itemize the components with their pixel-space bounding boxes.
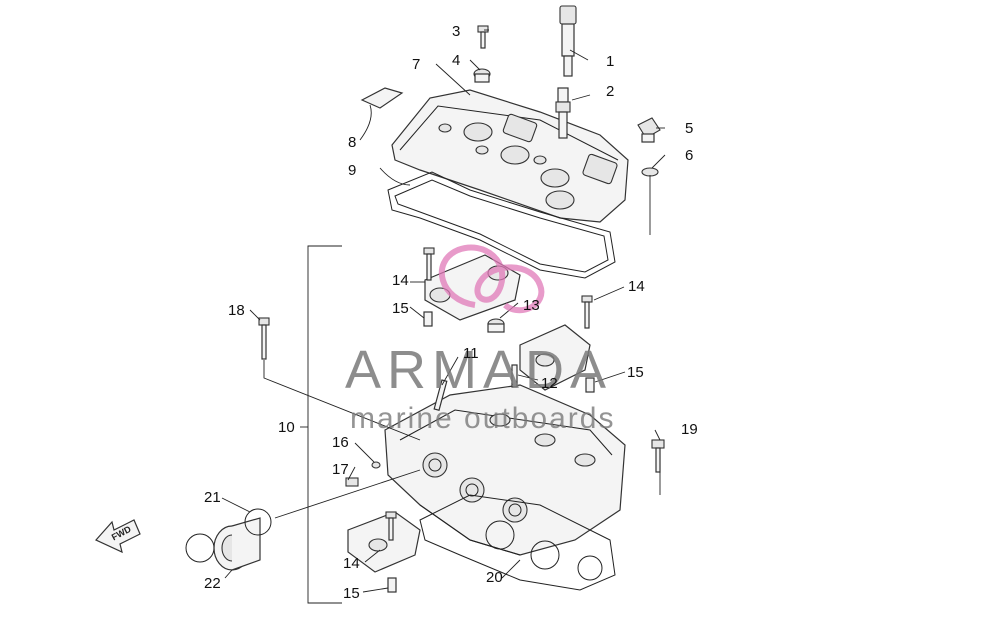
oil-filler-cap xyxy=(637,117,661,143)
bolt-14-top xyxy=(423,247,435,281)
bolt xyxy=(477,25,489,49)
cam-cap-right xyxy=(519,324,591,391)
callout-9: 9 xyxy=(348,162,356,179)
callout-15-right: 15 xyxy=(627,364,644,381)
head-gasket xyxy=(419,494,616,591)
bolt-19 xyxy=(651,439,665,473)
watermark-logo-icon xyxy=(438,244,545,314)
dowel-pins xyxy=(387,311,595,593)
callout-3: 3 xyxy=(452,23,460,40)
hose-clamps xyxy=(185,508,272,563)
callout-19: 19 xyxy=(681,421,698,438)
washer-16 xyxy=(371,461,381,469)
callout-6: 6 xyxy=(685,147,693,164)
callout-12: 12 xyxy=(541,375,558,392)
stud-12 xyxy=(511,364,518,388)
callout-11: 11 xyxy=(463,345,479,362)
spark-plug xyxy=(555,87,571,139)
callout-14-bottom: 14 xyxy=(343,555,360,572)
leader-lines xyxy=(221,29,666,604)
bolt-18 xyxy=(258,317,270,360)
watermark-tagline: marine outboards xyxy=(350,402,615,435)
bolt-14-right xyxy=(581,295,593,329)
callout-15-bottom: 15 xyxy=(343,585,360,602)
seal xyxy=(487,318,505,333)
callout-1: 1 xyxy=(606,53,614,70)
callout-13: 13 xyxy=(523,297,540,314)
callout-4: 4 xyxy=(452,52,460,69)
callout-7: 7 xyxy=(412,56,420,73)
bracket xyxy=(360,87,404,109)
callout-22: 22 xyxy=(204,575,221,592)
callout-20: 20 xyxy=(486,569,503,586)
intake-boot xyxy=(213,517,261,571)
callout-15-top: 15 xyxy=(392,300,409,317)
callout-21: 21 xyxy=(204,489,221,506)
callout-16: 16 xyxy=(332,434,349,451)
cam-cap-bottom xyxy=(347,511,421,573)
o-ring xyxy=(641,167,659,177)
bolt-14-bottom xyxy=(385,511,397,541)
callout-5: 5 xyxy=(685,120,693,137)
ignition-coil xyxy=(559,5,577,77)
watermark: ARMADA marine outboards xyxy=(345,244,615,435)
callout-17: 17 xyxy=(332,461,349,478)
callout-14-right: 14 xyxy=(628,278,645,295)
callout-14-top: 14 xyxy=(392,272,409,289)
grommet xyxy=(473,68,491,83)
callout-2: 2 xyxy=(606,83,614,100)
callout-18: 18 xyxy=(228,302,245,319)
fwd-arrow: FWD xyxy=(95,519,141,554)
callout-10: 10 xyxy=(278,419,295,436)
valve-cover xyxy=(391,89,629,223)
valve-cover-gasket xyxy=(387,171,616,279)
callout-labels: 1 2 3 4 5 6 7 8 9 10 11 12 13 14 14 14 1… xyxy=(204,23,698,602)
plug-17 xyxy=(345,477,359,487)
callout-8: 8 xyxy=(348,134,356,151)
watermark-brand: ARMADA xyxy=(345,340,612,400)
